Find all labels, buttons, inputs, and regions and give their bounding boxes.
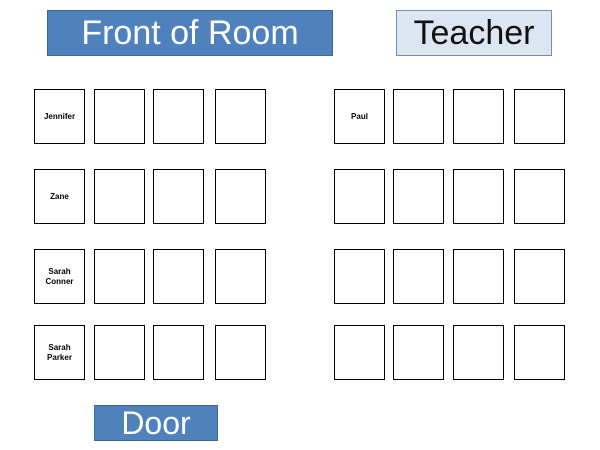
desk-right-r2-c1: [334, 169, 385, 224]
desk-left-r2-c2: [94, 169, 145, 224]
desk-left-r4-c4: [215, 325, 266, 380]
desk-right-r1-c4: [514, 89, 565, 144]
student-name-line: Conner: [45, 276, 74, 286]
desk-left-r2-c3: [153, 169, 204, 224]
desk-right-r1-c1: Paul: [334, 89, 385, 144]
student-name-line: Zane: [50, 191, 69, 201]
desk-right-r3-c3: [453, 249, 504, 304]
desk-right-r2-c4: [514, 169, 565, 224]
desk-right-r4-c4: [514, 325, 565, 380]
desk-right-r3-c1: [334, 249, 385, 304]
desk-left-r3-c3: [153, 249, 204, 304]
teacher-label: Teacher: [396, 10, 552, 56]
desk-left-r3-c4: [215, 249, 266, 304]
student-name-line: Sarah: [48, 266, 71, 276]
desk-right-r2-c3: [453, 169, 504, 224]
desk-right-r2-c2: [393, 169, 444, 224]
desk-left-r4-c2: [94, 325, 145, 380]
desk-left-r2-c4: [215, 169, 266, 224]
desk-left-r1-c2: [94, 89, 145, 144]
student-name: Zane: [50, 192, 69, 202]
desk-left-r1-c4: [215, 89, 266, 144]
desk-left-r1-c1: Jennifer: [34, 89, 85, 144]
desk-right-r4-c1: [334, 325, 385, 380]
desk-right-r3-c2: [393, 249, 444, 304]
student-name-line: Parker: [47, 352, 72, 362]
student-name-line: Paul: [351, 111, 368, 121]
desk-right-r3-c4: [514, 249, 565, 304]
desk-left-r1-c3: [153, 89, 204, 144]
desk-left-r3-c2: [94, 249, 145, 304]
desk-left-r4-c3: [153, 325, 204, 380]
front-of-room-label: Front of Room: [47, 10, 333, 56]
student-name: Jennifer: [44, 112, 75, 122]
door-label: Door: [94, 405, 218, 441]
desk-right-r1-c2: [393, 89, 444, 144]
desk-right-r1-c3: [453, 89, 504, 144]
desk-right-r4-c2: [393, 325, 444, 380]
desk-right-r4-c3: [453, 325, 504, 380]
desk-left-r2-c1: Zane: [34, 169, 85, 224]
student-name: Paul: [351, 112, 368, 122]
student-name-line: Jennifer: [43, 111, 76, 121]
student-name-line: Sarah: [48, 342, 71, 352]
